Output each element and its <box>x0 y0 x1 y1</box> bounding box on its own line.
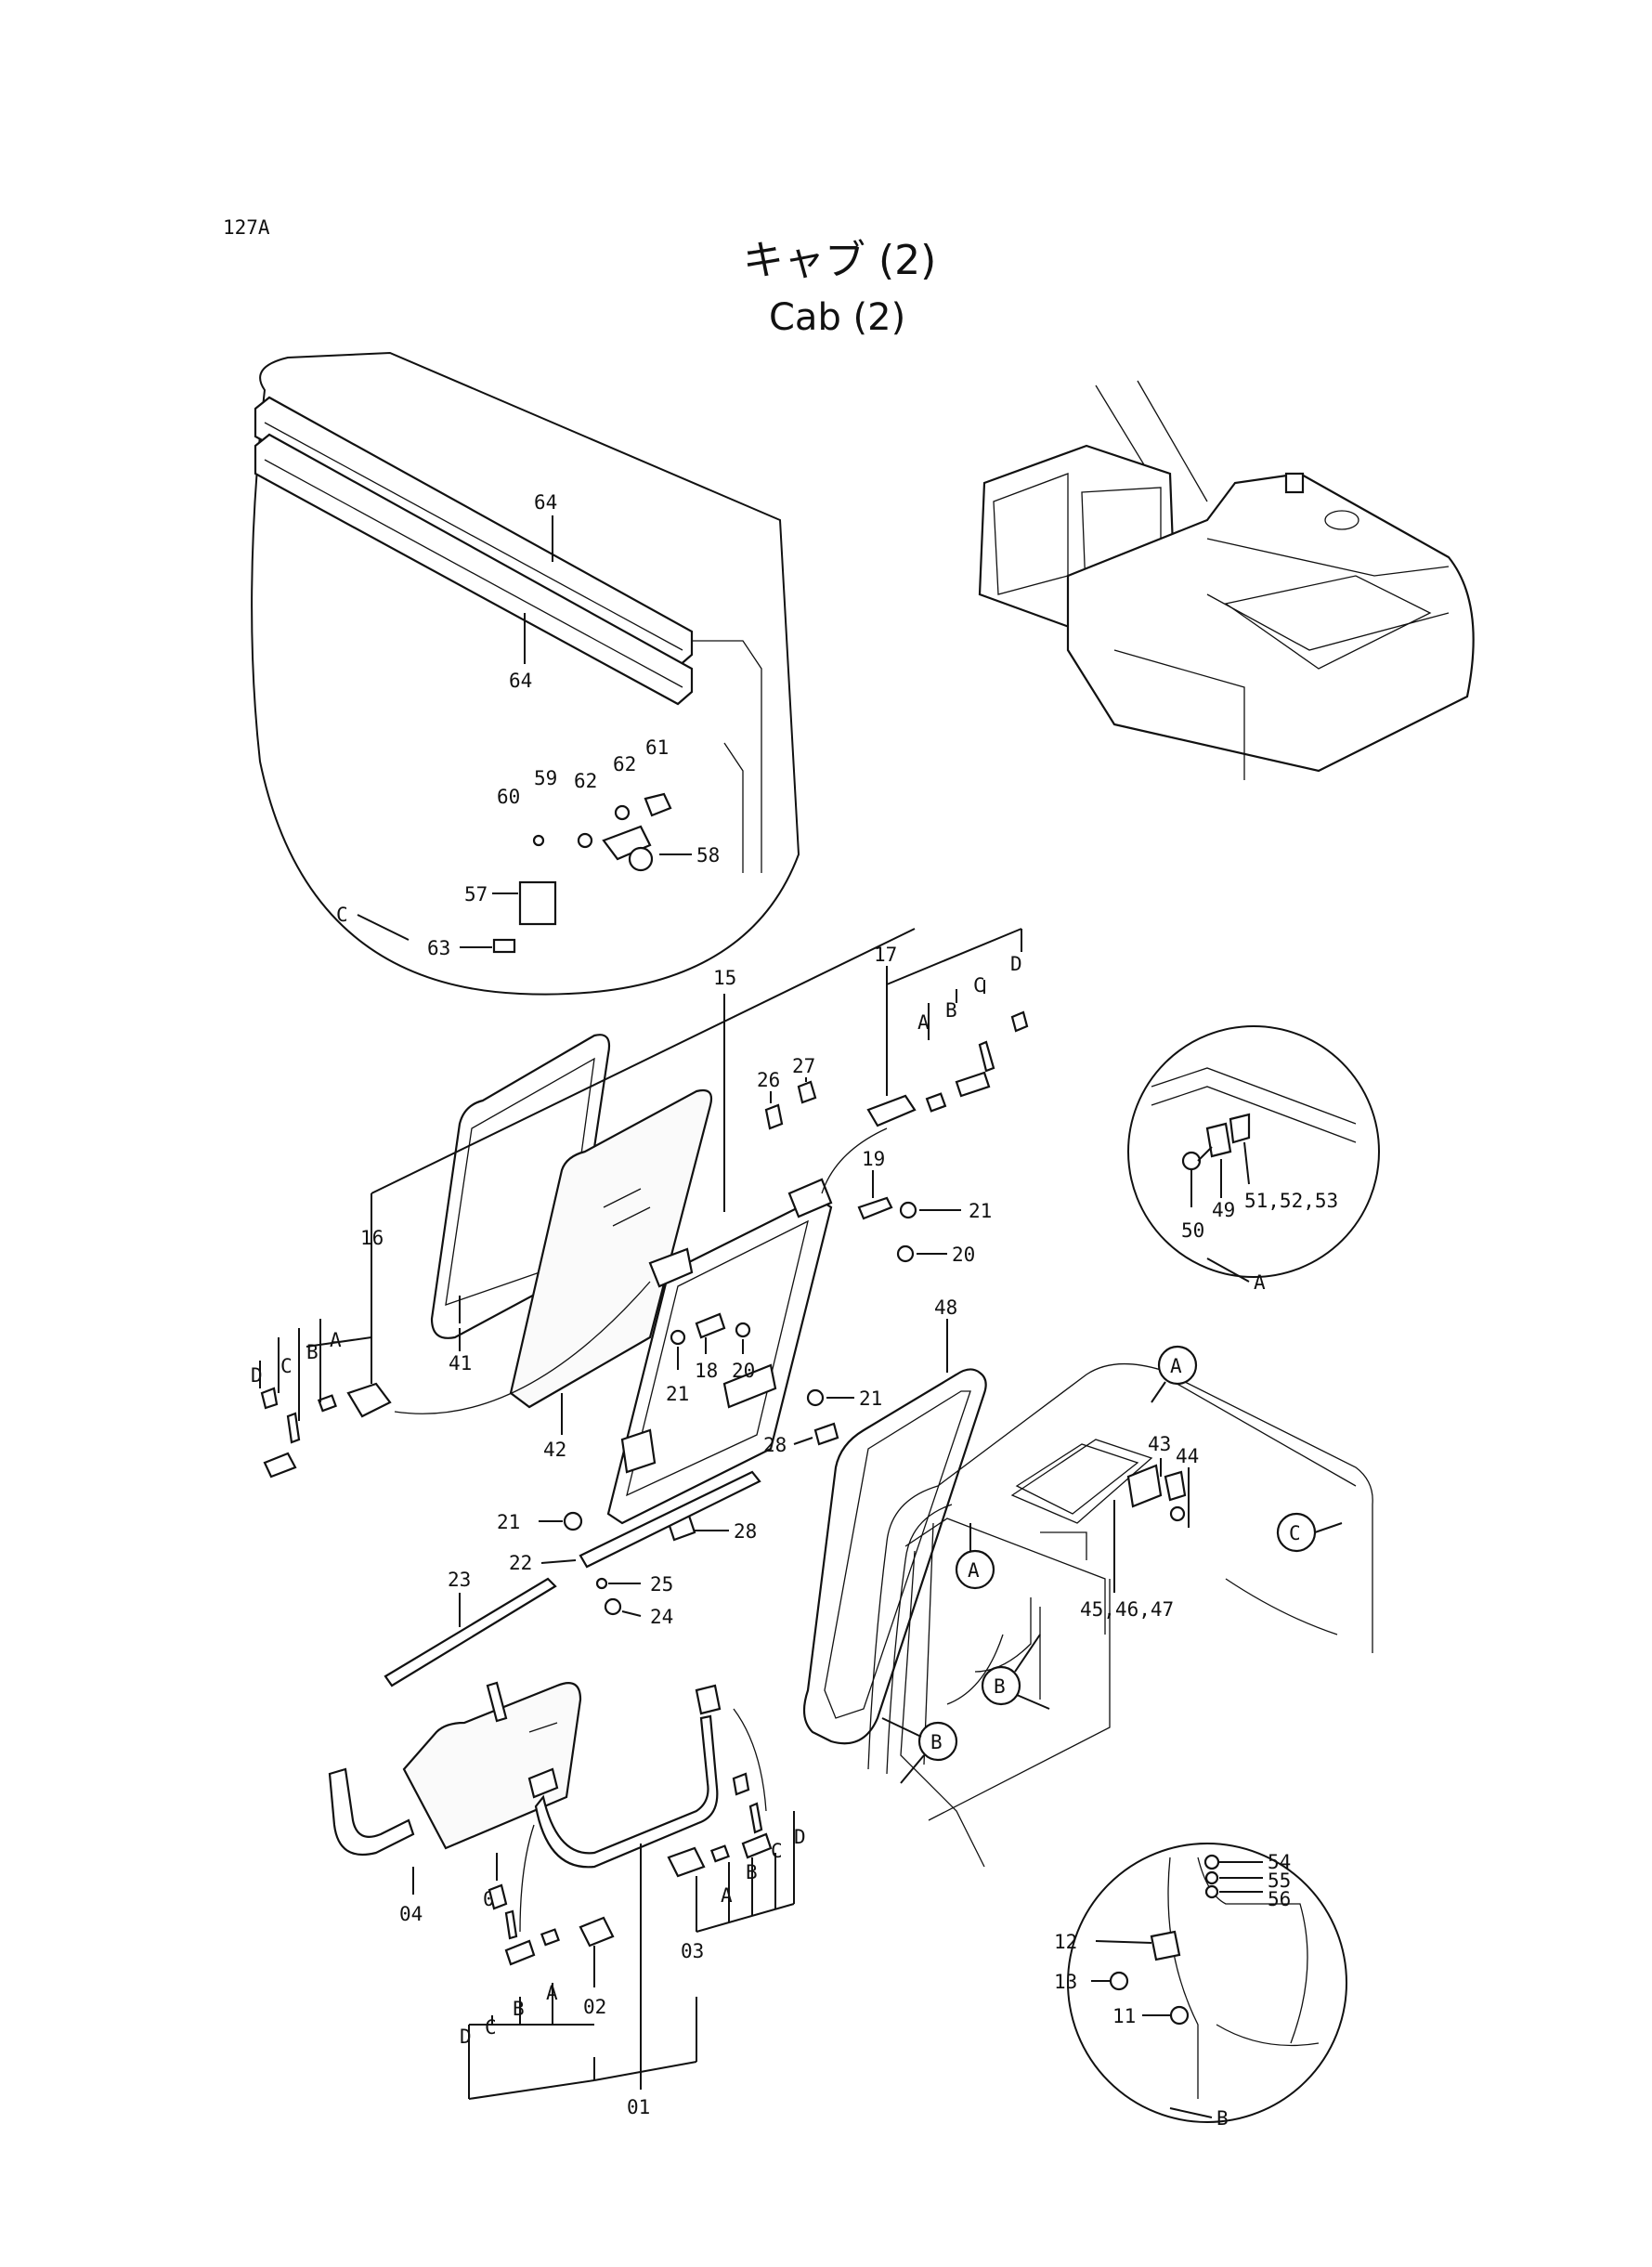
detail-c-bubble: 64 64 60 59 62 62 61 58 57 63 C <box>251 351 800 996</box>
label-41: 41 <box>449 1352 472 1375</box>
callout-b-cab-1: B <box>994 1675 1006 1698</box>
label-45-47: 45,46,47 <box>1080 1598 1174 1621</box>
label-11: 11 <box>1112 2005 1136 2027</box>
label-62b: 62 <box>613 753 636 775</box>
label-20-b: 20 <box>732 1360 755 1382</box>
label-64-upper: 64 <box>534 491 557 514</box>
callout-c-detail: C <box>336 904 348 926</box>
callout-a-cab-2: A <box>968 1559 980 1582</box>
label-04: 04 <box>399 1903 423 1925</box>
callout-d-16: D <box>251 1364 263 1387</box>
latch-assembly <box>492 792 672 954</box>
label-44: 44 <box>1176 1445 1199 1467</box>
label-21-b: 21 <box>666 1383 689 1405</box>
label-50: 50 <box>1181 1219 1204 1242</box>
callout-a-detail: A <box>1254 1271 1266 1294</box>
label-18: 18 <box>695 1360 718 1382</box>
machine-overview <box>978 380 1475 780</box>
callout-d-02: D <box>460 2026 472 2048</box>
label-26: 26 <box>757 1069 780 1091</box>
callout-a-16: A <box>330 1329 342 1351</box>
callout-b-03: B <box>746 1861 758 1883</box>
callout-b-16: B <box>306 1341 319 1363</box>
label-58: 58 <box>696 844 720 866</box>
label-21-a: 21 <box>969 1200 992 1222</box>
label-15: 15 <box>713 967 736 989</box>
label-21-d: 21 <box>497 1511 520 1533</box>
callout-a-03: A <box>721 1884 733 1907</box>
label-51-53: 51,52,53 <box>1244 1190 1338 1212</box>
callout-b-detail: B <box>1216 2107 1229 2130</box>
label-19: 19 <box>862 1148 885 1170</box>
label-17: 17 <box>874 944 897 966</box>
callout-c-03: C <box>771 1840 783 1862</box>
title-english: Cab (2) <box>769 296 905 339</box>
door-assembly: 41 42 15 16 <box>251 928 1029 1687</box>
title-japanese: キャブ (2) <box>743 237 936 284</box>
callout-d-17: D <box>1010 953 1022 975</box>
label-61: 61 <box>645 736 669 759</box>
label-28-a: 28 <box>763 1434 787 1456</box>
label-62a: 62 <box>574 770 597 792</box>
page-code: 127A <box>223 216 270 239</box>
label-24: 24 <box>650 1606 673 1628</box>
latch-03 <box>667 1772 773 1878</box>
label-20-a: 20 <box>952 1244 975 1266</box>
label-64-lower: 64 <box>509 670 532 692</box>
cab-structure: 48 43 44 45,46,47 A A B <box>802 1296 1373 1868</box>
label-03: 03 <box>681 1940 704 1962</box>
label-48: 48 <box>934 1296 957 1319</box>
callout-b-17: B <box>945 999 957 1022</box>
label-63: 63 <box>427 937 450 959</box>
latch-02 <box>488 1883 615 1966</box>
label-22: 22 <box>509 1552 532 1574</box>
label-42: 42 <box>543 1439 566 1461</box>
callout-a-02: A <box>546 1982 558 2004</box>
label-16: 16 <box>360 1227 384 1249</box>
callout-b-02: B <box>513 1998 525 2020</box>
lower-window-assembly: 04 05 02 D C B A <box>328 1681 806 2118</box>
callout-c-17: C <box>973 974 985 997</box>
callout-a-cab-1: A <box>1170 1355 1182 1377</box>
label-12: 12 <box>1054 1931 1077 1953</box>
label-56: 56 <box>1268 1888 1291 1910</box>
label-59: 59 <box>534 767 557 789</box>
callout-c-cab: C <box>1289 1522 1301 1544</box>
detail-a-bubble: 50 49 51,52,53 A <box>1127 1025 1380 1294</box>
label-01: 01 <box>627 2096 650 2118</box>
label-21-c: 21 <box>859 1388 882 1410</box>
callout-c-02: C <box>485 2016 497 2039</box>
callout-b-cab-2: B <box>930 1731 943 1753</box>
label-60: 60 <box>497 786 520 808</box>
label-25: 25 <box>650 1573 673 1596</box>
label-55: 55 <box>1268 1870 1291 1892</box>
callout-a-17: A <box>917 1011 930 1034</box>
label-27: 27 <box>792 1055 815 1077</box>
label-54: 54 <box>1268 1851 1291 1873</box>
label-23: 23 <box>448 1569 471 1591</box>
latch-17 <box>866 1010 1029 1127</box>
label-49: 49 <box>1212 1199 1235 1221</box>
detail-b-bubble: 54 55 56 12 13 11 B <box>1054 1843 1347 2130</box>
label-57: 57 <box>464 883 488 905</box>
label-28-b: 28 <box>734 1520 757 1543</box>
latch-16 <box>260 1382 392 1479</box>
callout-c-16: C <box>280 1355 293 1377</box>
callout-d-03: D <box>794 1826 806 1848</box>
label-43: 43 <box>1148 1433 1171 1455</box>
label-13: 13 <box>1054 1971 1077 1993</box>
label-02: 02 <box>583 1996 606 2018</box>
weather-strip-64 <box>254 396 694 706</box>
